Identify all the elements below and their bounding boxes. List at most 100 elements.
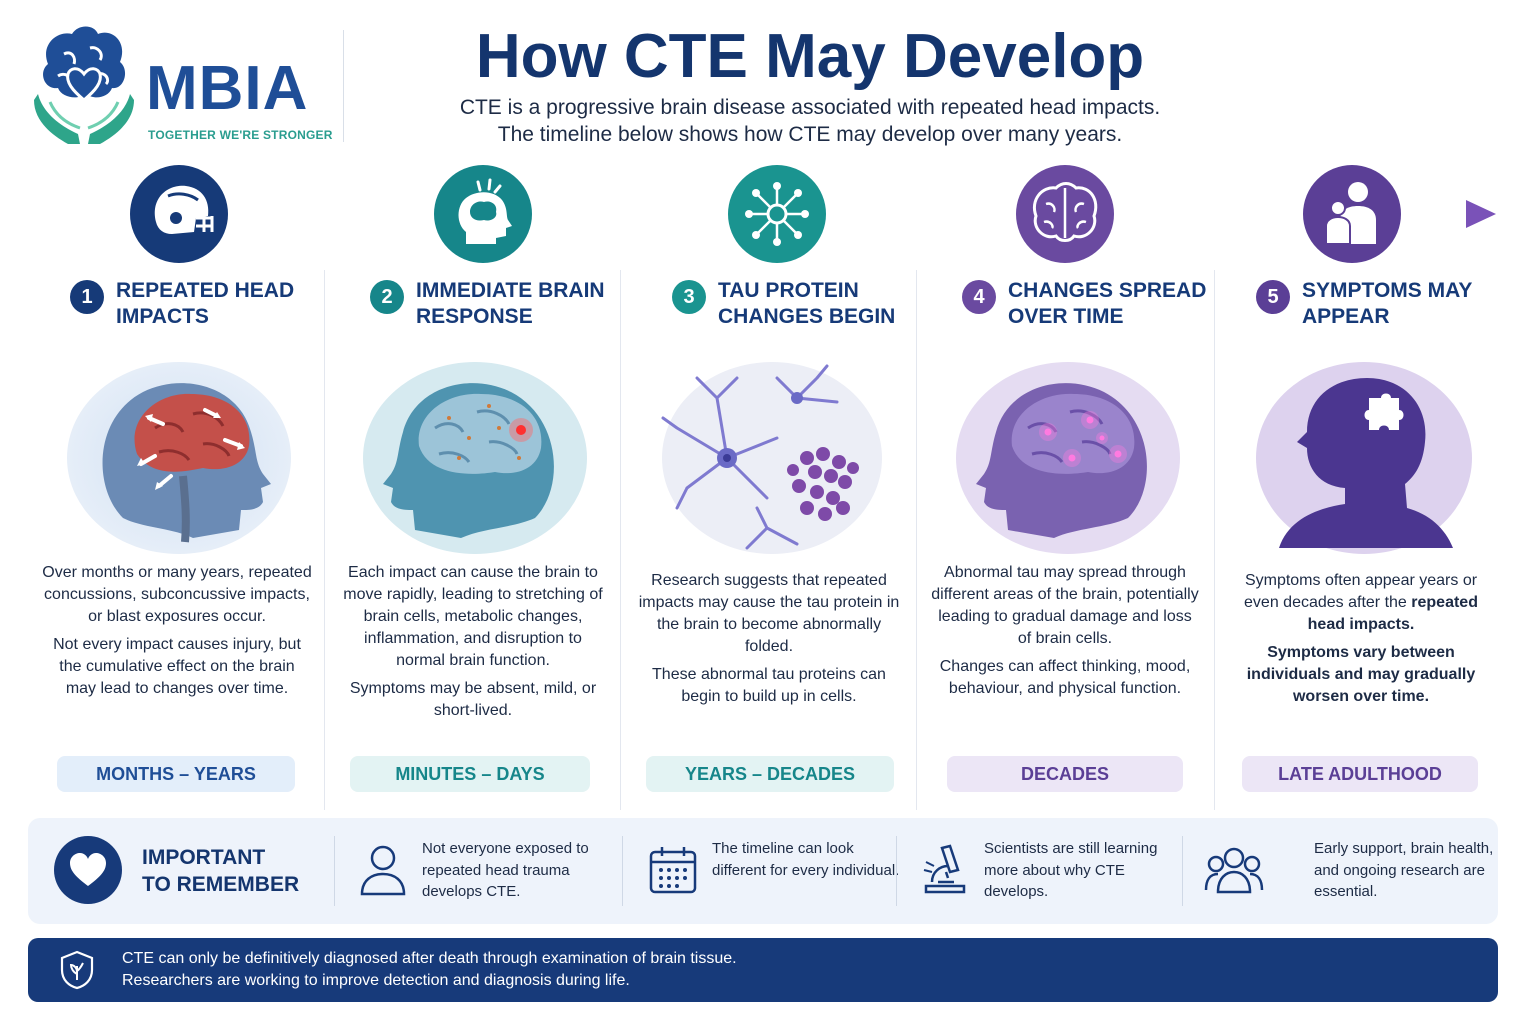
step-3-title-line-1: TAU PROTEIN: [718, 279, 859, 302]
changes-spread-illustration: [956, 362, 1180, 554]
brain-heart-hands-logo-icon: [34, 26, 134, 144]
step-5-title-line-2: APPEAR: [1302, 305, 1390, 329]
step-3-number: 3: [672, 280, 706, 314]
important-divider: [334, 836, 335, 906]
step-1-timeframe: MONTHS – YEARS: [57, 756, 295, 792]
molecule-icon: [728, 165, 826, 263]
step-1-description: Over months or many years, repeated conc…: [42, 562, 312, 706]
logo-tagline: TOGETHER WE'RE STRONGER: [148, 128, 333, 142]
important-to-remember-box: IMPORTANT TO REMEMBER Not everyone expos…: [28, 818, 1498, 924]
diagnosis-banner: CTE can only be definitively diagnosed a…: [28, 938, 1498, 1002]
step-1-desc-1: Over months or many years, repeated conc…: [42, 564, 312, 625]
column-divider: [1214, 270, 1215, 810]
step-2-title-line-2: RESPONSE: [416, 305, 533, 329]
step-5-timeframe: LATE ADULTHOOD: [1242, 756, 1478, 792]
heart-icon: [54, 836, 122, 904]
step-2-desc-1: Each impact can cause the brain to move …: [343, 564, 603, 669]
shield-icon: [60, 950, 94, 990]
banner-line-1: CTE can only be definitively diagnosed a…: [122, 950, 737, 967]
step-5-title-line-1: SYMPTOMS MAY: [1302, 279, 1473, 302]
calendar-icon: [649, 847, 697, 894]
brain-icon: [1016, 165, 1114, 263]
step-4-title: CHANGES SPREAD OVER TIME: [1008, 278, 1206, 331]
step-1: 1 REPEATED HEAD IMPACTS Over months or m…: [36, 270, 324, 810]
football-helmet-icon: [130, 165, 228, 263]
step-5-desc-1b: repeated head impacts.: [1307, 594, 1478, 633]
subtitle-line-2: The timeline below shows how CTE may dev…: [497, 123, 1123, 147]
people-icon: [1303, 165, 1401, 263]
step-2-title-line-1: IMMEDIATE BRAIN: [416, 279, 605, 302]
banner-text: CTE can only be definitively diagnosed a…: [122, 948, 737, 992]
step-4-desc-1: Abnormal tau may spread through differen…: [931, 564, 1199, 647]
step-1-title: REPEATED HEAD IMPACTS: [116, 278, 294, 331]
step-3-desc-1: Research suggests that repeated impacts …: [638, 572, 900, 655]
timeline: [29, 165, 1496, 263]
logo-name: MBIA: [146, 54, 309, 123]
header-divider: [343, 30, 344, 142]
step-3-description: Research suggests that repeated impacts …: [634, 570, 904, 714]
important-title: IMPORTANT TO REMEMBER: [142, 844, 299, 898]
step-2: 2 IMMEDIATE BRAIN RESPONSE Each impact c…: [332, 270, 620, 810]
page-title: How CTE May Develop: [475, 22, 1145, 91]
step-5-title: SYMPTOMS MAY APPEAR: [1302, 278, 1472, 331]
important-item-1-text: Not everyone exposed to repeated head tr…: [422, 840, 589, 900]
step-3-title: TAU PROTEIN CHANGES BEGIN: [718, 278, 895, 331]
step-5-desc-1: Symptoms often appear years or even deca…: [1226, 570, 1496, 636]
mbia-logo[interactable]: MBIA TOGETHER WE'RE STRONGER: [28, 24, 332, 146]
microscope-icon: [923, 844, 966, 894]
step-1-title-line-2: IMPACTS: [116, 305, 209, 329]
brain-response-illustration: [363, 362, 587, 554]
important-divider: [896, 836, 897, 906]
important-item-3: Scientists are still learning more about…: [920, 838, 1190, 908]
step-4-title-line-2: OVER TIME: [1008, 305, 1124, 329]
important-item-4-text: Early support, brain health, and ongoing…: [1314, 840, 1494, 900]
step-5-desc-2: Symptoms vary between individuals and ma…: [1246, 644, 1476, 705]
step-3-title-line-2: CHANGES BEGIN: [718, 305, 896, 329]
step-1-header: 1 REPEATED HEAD IMPACTS: [70, 278, 294, 331]
tau-protein-illustration: [661, 362, 882, 554]
symptoms-illustration: [1256, 362, 1472, 554]
step-1-title-line-1: REPEATED HEAD: [116, 279, 295, 302]
step-1-number: 1: [70, 280, 104, 314]
page-subtitle: CTE is a progressive brain disease assoc…: [380, 94, 1240, 149]
step-3-header: 3 TAU PROTEIN CHANGES BEGIN: [672, 278, 895, 331]
step-2-header: 2 IMMEDIATE BRAIN RESPONSE: [370, 278, 605, 331]
step-5: 5 SYMPTOMS MAY APPEAR Symptoms often app…: [1222, 270, 1506, 810]
important-divider: [1182, 836, 1183, 906]
step-4: 4 CHANGES SPREAD OVER TIME Abnormal tau …: [924, 270, 1214, 810]
step-2-title: IMMEDIATE BRAIN RESPONSE: [416, 278, 605, 331]
person-icon: [360, 845, 406, 896]
important-divider: [622, 836, 623, 906]
column-divider: [324, 270, 325, 810]
step-2-desc-2: Symptoms may be absent, mild, or short-l…: [349, 680, 597, 719]
head-brain-impact-icon: [434, 165, 532, 263]
step-3-desc-2: These abnormal tau proteins can begin to…: [652, 666, 886, 705]
step-2-timeframe: MINUTES – DAYS: [350, 756, 590, 792]
column-divider: [916, 270, 917, 810]
step-2-description: Each impact can cause the brain to move …: [338, 562, 608, 728]
step-4-header: 4 CHANGES SPREAD OVER TIME: [962, 278, 1206, 331]
important-item-4: Early support, brain health, and ongoing…: [1204, 838, 1494, 908]
important-item-3-text: Scientists are still learning more about…: [984, 840, 1158, 900]
step-4-description: Abnormal tau may spread through differen…: [930, 562, 1200, 706]
step-4-timeframe: DECADES: [947, 756, 1183, 792]
banner-line-2: Researchers are working to improve detec…: [122, 972, 630, 989]
step-5-header: 5 SYMPTOMS MAY APPEAR: [1256, 278, 1472, 331]
group-icon: [1204, 847, 1264, 894]
step-3-timeframe: YEARS – DECADES: [646, 756, 894, 792]
important-item-2: The timeline can look different for ever…: [648, 838, 908, 908]
step-5-description: Symptoms often appear years or even deca…: [1226, 570, 1496, 714]
column-divider: [620, 270, 621, 810]
timeline-arrow-icon: [1466, 200, 1496, 228]
step-4-desc-2: Changes can affect thinking, mood, behav…: [939, 658, 1191, 697]
important-item-1: Not everyone exposed to repeated head tr…: [358, 838, 618, 908]
step-1-desc-2: Not every impact causes injury, but the …: [53, 636, 301, 697]
subtitle-line-1: CTE is a progressive brain disease assoc…: [459, 96, 1161, 119]
important-item-2-text: The timeline can look different for ever…: [712, 840, 900, 879]
step-2-number: 2: [370, 280, 404, 314]
step-5-number: 5: [1256, 280, 1290, 314]
step-3: 3 TAU PROTEIN CHANGES BEGIN Research sug…: [628, 270, 916, 810]
step-4-title-line-1: CHANGES SPREAD: [1008, 279, 1207, 302]
step-4-number: 4: [962, 280, 996, 314]
head-impact-illustration: [67, 362, 291, 554]
